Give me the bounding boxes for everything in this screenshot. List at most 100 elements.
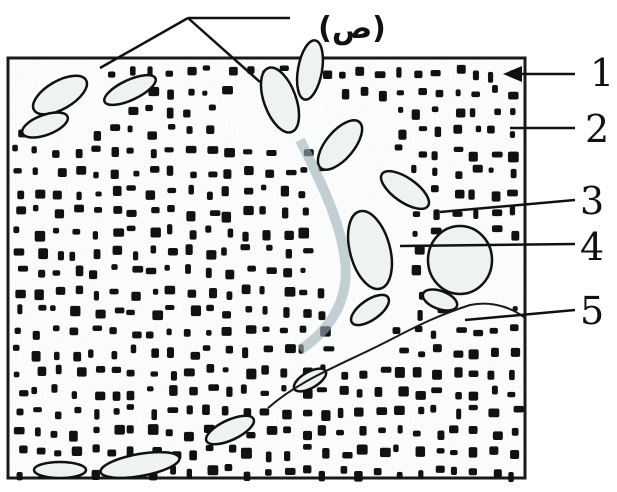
cell-nucleus	[454, 367, 462, 377]
cell-nucleus	[457, 65, 466, 74]
cell-nucleus	[419, 126, 427, 131]
cell-nucleus	[300, 167, 307, 173]
cell-nucleus	[92, 470, 100, 480]
cell-nucleus	[359, 371, 367, 379]
cell-nucleus	[393, 327, 401, 334]
cell-nucleus	[152, 310, 163, 320]
cell-nucleus	[416, 446, 426, 456]
cell-nucleus	[55, 209, 64, 218]
cell-nucleus	[469, 405, 478, 410]
cell-nucleus	[111, 351, 117, 359]
cell-nucleus	[455, 190, 464, 199]
cell-nucleus	[246, 369, 256, 380]
cell-nucleus	[53, 191, 62, 200]
cell-nucleus	[145, 105, 153, 111]
cell-nucleus	[493, 431, 503, 440]
cell-nucleus	[281, 186, 289, 197]
cell-nucleus	[508, 472, 513, 482]
cell-nucleus	[266, 452, 272, 463]
cell-nucleus	[469, 426, 478, 434]
cell-nucleus	[208, 384, 219, 391]
cell-nucleus	[228, 228, 234, 237]
cell-nucleus	[92, 444, 99, 452]
cell-nucleus	[261, 365, 269, 374]
cell-nucleus	[247, 266, 256, 272]
cell-nucleus	[282, 410, 292, 420]
cell-nucleus	[127, 391, 135, 400]
cell-nucleus	[151, 245, 157, 253]
cell-nucleus	[76, 149, 83, 158]
cell-nucleus	[127, 404, 134, 410]
cell-nucleus	[286, 170, 297, 175]
cell-nucleus	[223, 169, 231, 179]
cell-nucleus	[280, 368, 287, 377]
cell-nucleus	[321, 410, 330, 421]
cell-nucleus	[147, 386, 154, 391]
cell-nucleus	[33, 331, 40, 340]
cell-nucleus	[33, 167, 38, 175]
cell-nucleus	[469, 349, 479, 359]
cell-nucleus	[150, 371, 158, 376]
cell-nucleus	[436, 466, 445, 473]
cell-nucleus	[266, 150, 276, 156]
cell-nucleus	[167, 90, 174, 100]
cell-nucleus	[303, 431, 312, 440]
tubule	[428, 226, 492, 294]
callout-3: 3	[580, 179, 604, 223]
cell-nucleus	[431, 331, 436, 339]
cell-nucleus	[37, 448, 46, 455]
cell-nucleus	[69, 252, 75, 261]
cell-nucleus	[50, 305, 56, 311]
cell-nucleus	[95, 191, 101, 196]
cell-nucleus	[488, 408, 499, 417]
cell-nucleus	[126, 148, 133, 154]
cell-nucleus	[210, 210, 221, 216]
cell-nucleus	[70, 328, 79, 336]
cell-nucleus	[303, 410, 312, 417]
cell-nucleus	[431, 185, 439, 192]
cell-nucleus	[492, 85, 498, 93]
cell-nucleus	[244, 166, 254, 175]
cell-nucleus	[150, 228, 160, 238]
cell-nucleus	[153, 289, 158, 295]
cell-nucleus	[432, 151, 438, 160]
cell-nucleus	[432, 168, 437, 176]
cell-nucleus	[435, 127, 441, 137]
cell-nucleus	[222, 327, 232, 336]
cell-nucleus	[15, 328, 21, 334]
cell-nucleus	[113, 186, 122, 196]
cell-nucleus	[476, 126, 481, 133]
cell-nucleus	[283, 268, 292, 277]
cell-nucleus	[32, 146, 37, 153]
cell-nucleus	[109, 327, 116, 334]
cell-nucleus	[355, 67, 364, 76]
tubule	[34, 462, 86, 478]
cell-nucleus	[150, 166, 159, 173]
cell-nucleus	[226, 387, 232, 397]
cell-nucleus	[206, 305, 214, 311]
cell-nucleus	[487, 371, 494, 380]
cell-nucleus	[303, 444, 312, 450]
cell-nucleus	[112, 147, 119, 157]
cell-nucleus	[69, 431, 78, 442]
callout-1: 1	[590, 51, 614, 95]
cell-nucleus	[12, 145, 18, 152]
cell-nucleus	[243, 206, 253, 215]
cell-nucleus	[132, 331, 142, 338]
cell-nucleus	[395, 367, 405, 378]
cell-nucleus	[151, 409, 157, 420]
cell-nucleus	[300, 326, 307, 333]
cell-nucleus	[184, 368, 195, 376]
cell-nucleus	[244, 472, 251, 481]
cell-nucleus	[93, 427, 99, 433]
cell-nucleus	[56, 365, 62, 374]
cell-nucleus	[469, 447, 478, 458]
cell-nucleus	[318, 288, 325, 298]
cell-nucleus	[509, 370, 515, 380]
cell-nucleus	[221, 247, 227, 255]
cell-nucleus	[511, 231, 519, 241]
cell-nucleus	[133, 251, 138, 260]
cell-nucleus	[165, 286, 176, 295]
cell-nucleus	[130, 66, 136, 75]
cell-nucleus	[242, 347, 248, 358]
